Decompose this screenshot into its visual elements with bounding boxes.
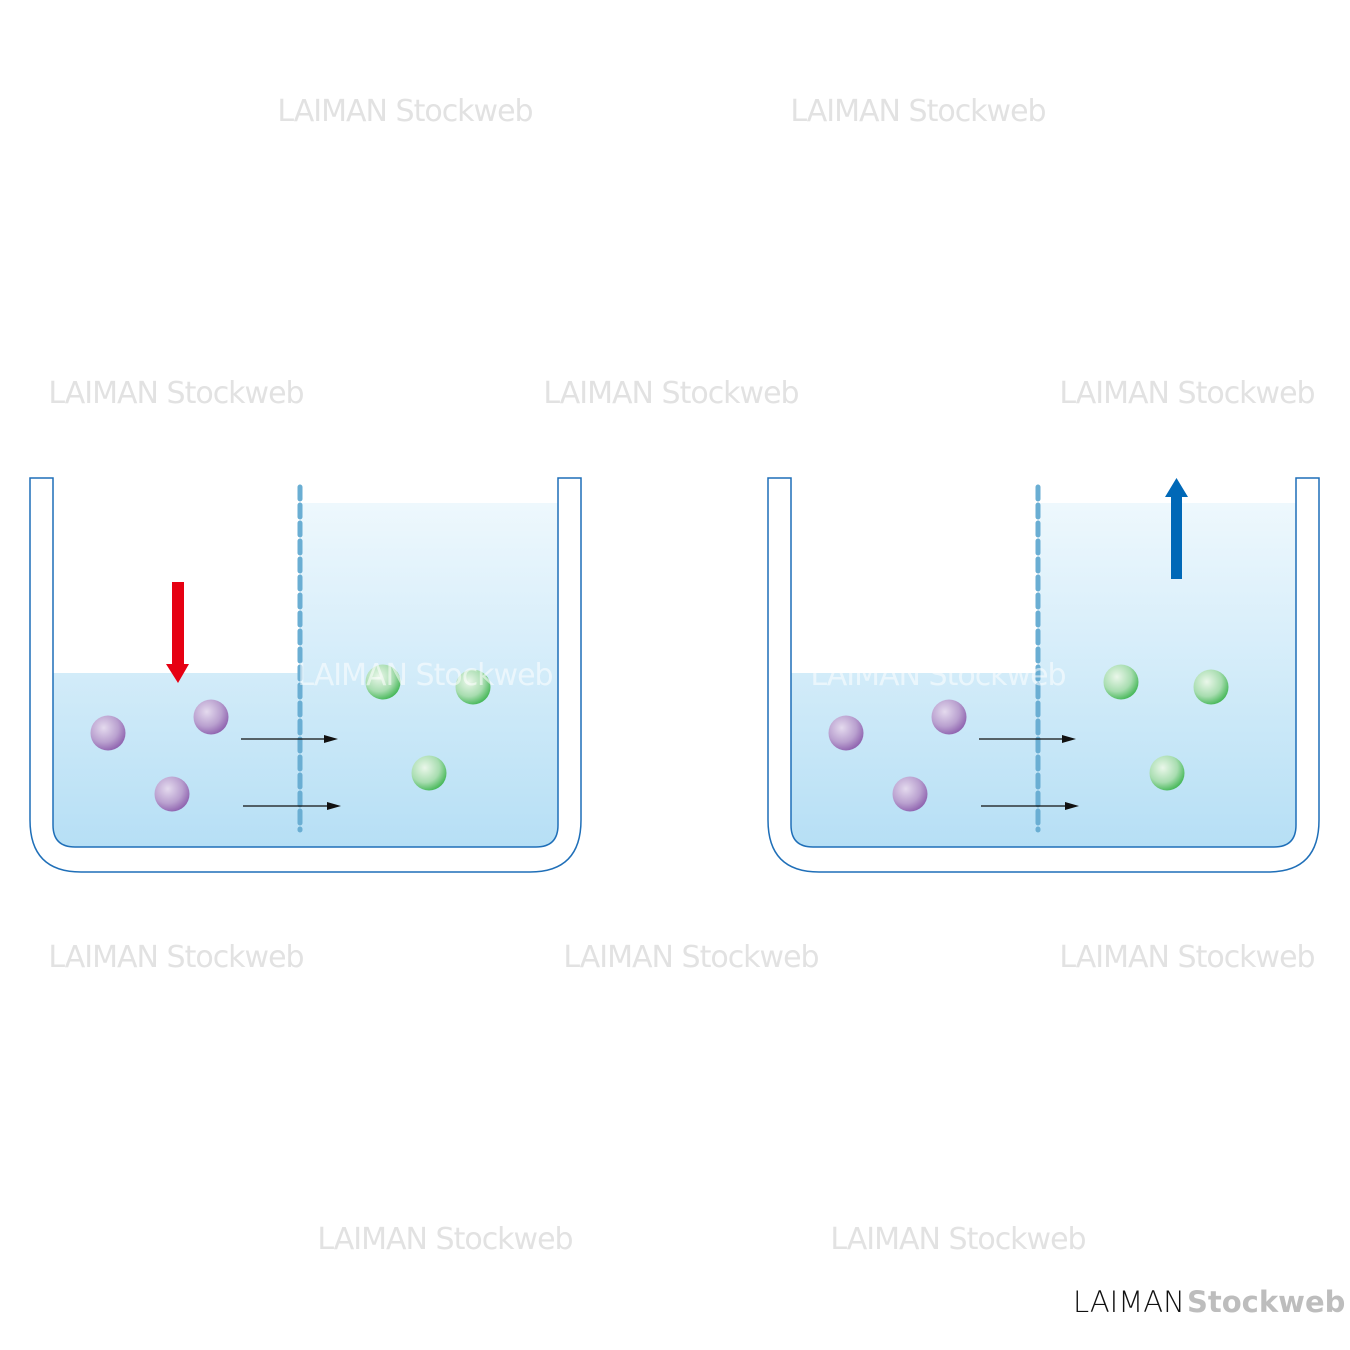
water-left-chamber: [53, 673, 300, 847]
watermark-text: LAIMAN Stockweb: [48, 940, 303, 975]
logo-laiman: LAIMAN: [1073, 1285, 1185, 1319]
watermark-text: LAIMAN Stockweb: [297, 658, 552, 693]
water-flow-arrow: [243, 802, 341, 810]
watermark-text: LAIMAN Stockweb: [563, 940, 818, 975]
water-right-chamber: [1038, 503, 1296, 847]
green-solute-particle: [1149, 755, 1185, 791]
pressure-arrow-up-icon: [1165, 478, 1188, 579]
water-flow-arrow: [979, 735, 1076, 743]
pressure-arrow-down-icon: [166, 582, 189, 683]
watermark-text: LAIMAN Stockweb: [1059, 376, 1314, 411]
watermark-text: LAIMAN Stockweb: [790, 94, 1045, 129]
logo-stockweb: Stockweb: [1187, 1285, 1345, 1319]
green-solute-particle: [411, 755, 447, 791]
beaker-outline: [767, 477, 1320, 873]
purple-solute-particle: [193, 699, 229, 735]
water-flow-arrow: [241, 735, 338, 743]
right-beaker: [767, 477, 1320, 873]
purple-solute-particle: [931, 699, 967, 735]
water-flow-arrow: [981, 802, 1079, 810]
green-solute-particle: [365, 664, 401, 700]
left-beaker: [29, 477, 582, 873]
purple-solute-particle: [892, 776, 928, 812]
watermark-text: LAIMAN Stockweb: [810, 658, 1065, 693]
watermark-text: LAIMAN Stockweb: [543, 376, 798, 411]
purple-solute-particle: [154, 776, 190, 812]
green-solute-particle: [1193, 669, 1229, 705]
green-solute-particle: [1103, 664, 1139, 700]
watermark-text: LAIMAN Stockweb: [48, 376, 303, 411]
water-left-chamber: [791, 673, 1038, 847]
green-solute-particle: [455, 669, 491, 705]
watermark-text: LAIMAN Stockweb: [317, 1222, 572, 1257]
logo: LAIMAN Stockweb: [1073, 1285, 1345, 1319]
beaker-outline: [29, 477, 582, 873]
purple-solute-particle: [90, 715, 126, 751]
water-right-chamber: [300, 503, 558, 847]
purple-solute-particle: [828, 715, 864, 751]
watermark-text: LAIMAN Stockweb: [1059, 940, 1314, 975]
watermark-text: LAIMAN Stockweb: [277, 94, 532, 129]
watermark-text: LAIMAN Stockweb: [830, 1222, 1085, 1257]
